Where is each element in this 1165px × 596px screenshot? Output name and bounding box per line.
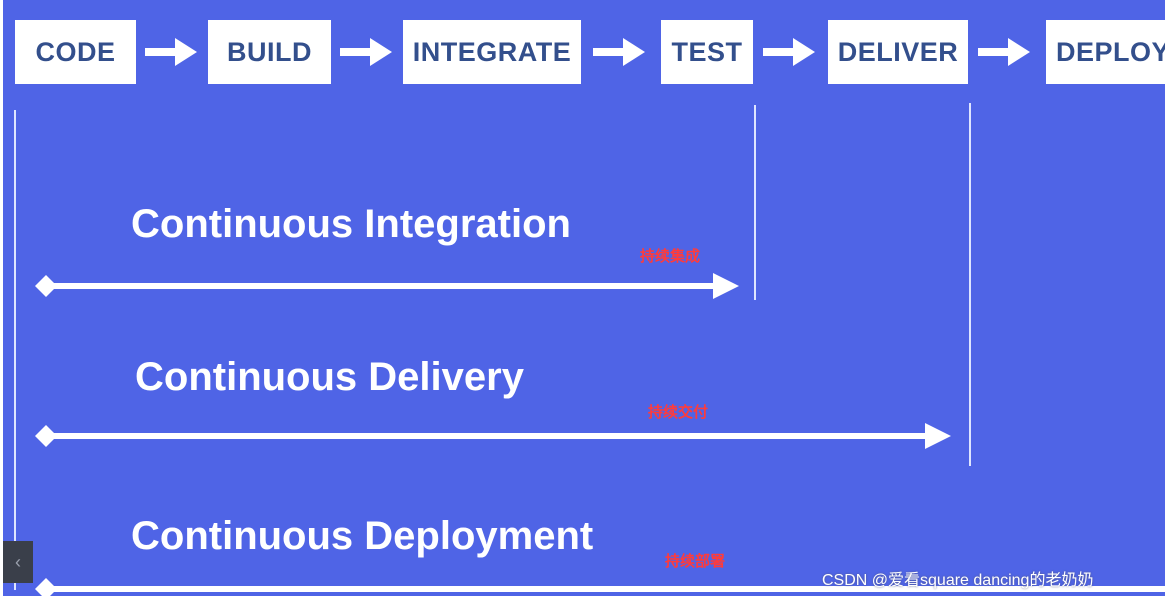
stage-label: BUILD (227, 36, 312, 67)
phase-title-deployment: Continuous Deployment (131, 514, 594, 558)
watermark: CSDN @爱看square dancing的老奶奶 (822, 572, 1094, 589)
stage-deploy: DEPLOY (1046, 20, 1165, 84)
right-arrow-icon (978, 38, 1030, 66)
cn-label-deployment: 持续部署 (665, 553, 726, 570)
diamond-to-arrow-icon (35, 578, 1165, 596)
right-arrow-icon (340, 38, 392, 66)
diamond-to-arrow-icon (35, 273, 739, 299)
cn-label-delivery: 持续交付 (648, 404, 709, 421)
boundary-line-start (14, 110, 16, 590)
stage-test: TEST (661, 20, 753, 84)
ci-cd-diagram: CODE BUILD INTEGRATE TEST DELIVER DEPLOY… (3, 0, 1165, 596)
phase-title-integration: Continuous Integration (131, 202, 571, 246)
right-arrow-icon (763, 38, 815, 66)
stage-label: INTEGRATE (412, 36, 572, 67)
stage-integrate: INTEGRATE (403, 20, 581, 84)
phase-title-delivery: Continuous Delivery (135, 355, 524, 399)
boundary-line-test (754, 105, 756, 300)
right-arrow-icon (593, 38, 645, 66)
stage-code: CODE (15, 20, 136, 84)
cn-label-integration: 持续集成 (640, 248, 701, 265)
right-arrow-icon (145, 38, 197, 66)
stage-build: BUILD (208, 20, 331, 84)
stage-label: CODE (35, 36, 116, 67)
stage-label: DELIVER (837, 36, 959, 67)
stage-deliver: DELIVER (828, 20, 968, 84)
stage-label: TEST (671, 36, 743, 67)
boundary-line-deliver (969, 103, 971, 466)
chevron-left-icon[interactable]: ‹ (3, 541, 33, 583)
diamond-to-arrow-icon (35, 423, 951, 449)
stage-label: DEPLOY (1056, 36, 1165, 67)
